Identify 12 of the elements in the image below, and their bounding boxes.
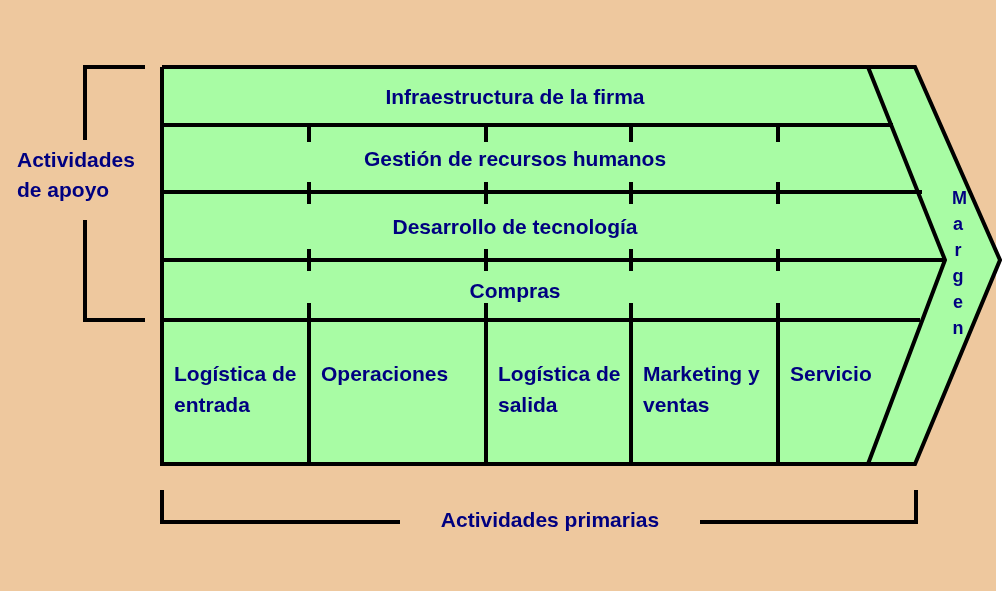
support-activity-band-label: Infraestructura de la firma: [385, 83, 645, 110]
primary-activity-cell-label: Marketing y ventas: [643, 361, 761, 418]
support-activities-label: Actividades de apoyo: [17, 147, 136, 203]
support-activity-band-label: Desarrollo de tecnología: [392, 213, 638, 240]
primary-activity-cell-label: Servicio: [790, 361, 872, 387]
support-activity-band-label: Gestión de recursos humanos: [363, 146, 667, 172]
primary-activities-label: Actividades primarias: [439, 507, 661, 533]
primary-activity-cell-label: Operaciones: [321, 361, 449, 387]
margin-label: Margen: [952, 187, 964, 340]
primary-activity-cell-label: Logística de salida: [498, 361, 622, 418]
support-activity-band-label: Compras: [469, 277, 561, 304]
primary-activity-cell-label: Logística de entrada: [174, 361, 298, 418]
